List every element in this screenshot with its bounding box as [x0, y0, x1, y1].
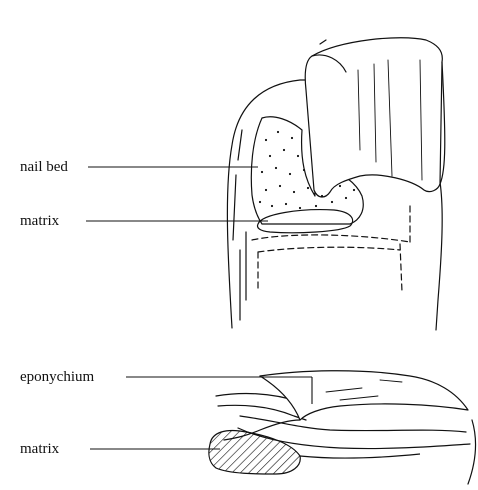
label-matrix-top: matrix	[20, 214, 59, 229]
matrix-dashed-outline	[252, 206, 410, 292]
label-nail-bed: nail bed	[20, 160, 68, 175]
leader-lines	[86, 167, 312, 449]
matrix-hatched-tissue	[209, 431, 300, 475]
fingertip-top-view	[227, 38, 444, 330]
label-eponychium: eponychium	[20, 370, 94, 385]
finger-edge-marks	[233, 130, 246, 320]
finger-tip-curve	[468, 420, 475, 484]
matrix-tissue-outline	[300, 454, 420, 458]
lunula-ellipse	[258, 210, 353, 233]
label-matrix-bottom: matrix	[20, 442, 59, 457]
nail-plate-section	[260, 371, 468, 420]
nail-tip-mark	[320, 40, 326, 44]
